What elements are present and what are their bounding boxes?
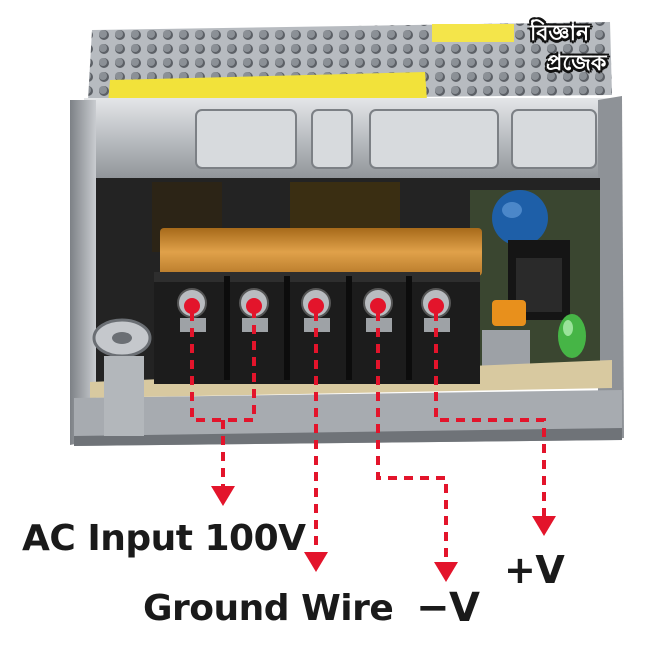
left-side-wall [70,100,96,445]
ground-wire-label: Ground Wire [143,588,394,629]
caution-label [108,72,427,104]
wiring-lines [190,312,546,568]
logo-line-1: বিজ্ঞান [530,21,590,46]
bracket-post [104,356,144,436]
positive-voltage-label: +V [504,548,565,592]
emboss-v [369,109,499,169]
emboss-rating [511,109,597,169]
ground-arrow [304,552,328,572]
terminal-block-insulator [160,228,482,276]
metal-bracket [482,330,530,370]
emboss-ground [311,109,353,169]
green-led [558,314,586,358]
terminal-markers [184,298,444,314]
negative-line [376,312,448,568]
terminal-screw-positive [421,288,451,332]
ac-input-arrow [211,486,235,506]
capacitor [290,182,400,232]
arrowheads [211,486,556,582]
small-yellow-sticker [432,24,514,42]
positive-line [434,312,546,520]
brand-logo: বিজ্ঞান প্রজেক [516,14,640,80]
orange-potentiometer [492,300,526,326]
negative-arrow [434,562,458,582]
ac-input-label: AC Input 100V [22,518,306,559]
right-side-wall [598,96,624,440]
blue-capacitor [492,190,548,246]
positive-arrow [532,516,556,536]
negative-voltage-label: −V [416,585,480,631]
emboss-l-n [195,109,297,169]
logo-line-2: প্রজেক [546,51,607,76]
ac-input-line [190,312,256,492]
